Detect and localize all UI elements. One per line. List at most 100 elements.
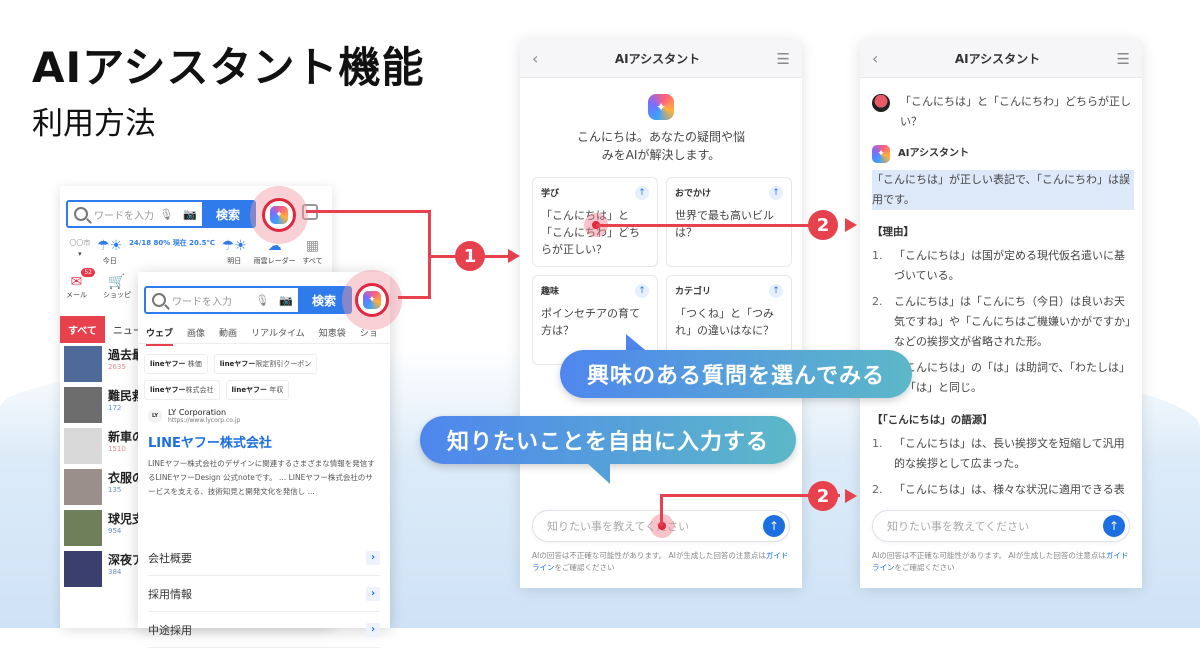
arrow-up-icon: ↑ xyxy=(769,186,783,200)
search-button[interactable]: 検索 xyxy=(297,288,350,312)
related-chip[interactable]: lineヤフー 年収 xyxy=(225,380,290,400)
weather-today[interactable]: ☂☀今日 xyxy=(97,238,123,265)
send-button[interactable]: ↑ xyxy=(1103,515,1125,537)
search-box[interactable]: ワードを入力 🎙 📷 検索 xyxy=(66,200,256,228)
cloud-icon: ☁ xyxy=(267,238,282,254)
search-icon xyxy=(152,293,166,307)
search-results-screen: ワードを入力 🎙 📷 検索 ウェブ 画像 動画 リアルタイム 知恵袋 ショ li… xyxy=(138,272,390,648)
ai-assistant-answer-screen: ‹ AIアシスタント ☰ 「こんにちは」と「こんにちわ」どちらが正しい？ AIア… xyxy=(860,40,1142,588)
microphone-icon[interactable]: 🎙 xyxy=(159,207,174,221)
mail-icon: ✉52 xyxy=(66,268,95,290)
tab-images[interactable]: 画像 xyxy=(187,329,206,339)
sitelink-company[interactable]: 会社概要› xyxy=(148,540,380,576)
arrow-up-icon: ↑ xyxy=(635,284,649,298)
user-avatar xyxy=(872,94,890,112)
arrow-right-icon xyxy=(508,249,520,263)
disclaimer: AIの回答は不正確な可能性があります。 AIが生成した回答の注意点はガイドライン… xyxy=(532,551,789,572)
tab-chiebukuro[interactable]: 知恵袋 xyxy=(318,329,346,339)
related-chip[interactable]: lineヤフー 株価 xyxy=(144,354,208,374)
arrow-up-icon: ↑ xyxy=(769,284,783,298)
ai-assistant-button[interactable] xyxy=(262,198,296,232)
panel-title: AIアシスタント xyxy=(614,52,701,66)
shortcut-shopping[interactable]: 🛒ショッピ xyxy=(103,274,131,299)
user-message: 「こんにちは」と「こんにちわ」どちらが正しい？ xyxy=(872,92,1134,132)
panel-header: ‹ AIアシスタント ☰ xyxy=(860,40,1142,78)
guideline-link[interactable]: ガイドライン xyxy=(532,551,789,572)
menu-icon[interactable]: ☰ xyxy=(776,49,790,68)
related-searches: lineヤフー 株価 lineヤフー限定割引クーポン lineヤフー株式会社 l… xyxy=(144,354,384,400)
news-thumbnail xyxy=(64,551,102,587)
step-1-badge: 1 xyxy=(455,241,485,271)
menu-icon[interactable]: ☰ xyxy=(1116,49,1130,68)
camera-icon[interactable]: 📷 xyxy=(279,293,293,307)
connector-line xyxy=(398,296,430,299)
page-title: AIアシスタント機能 xyxy=(32,43,425,92)
chat-input[interactable]: 知りたい事を教えてください ↑ xyxy=(872,510,1130,542)
weather-today-detail: 24/18 80% 現在 20.5℃ xyxy=(129,239,215,247)
disclaimer: AIの回答は不正確な可能性があります。 AIが生成した回答の注意点はガイドライン… xyxy=(872,551,1129,572)
connector-line xyxy=(660,494,840,497)
ai-button-highlight xyxy=(250,186,308,244)
sitelink-midcareer[interactable]: 中途採用› xyxy=(148,612,380,648)
connector-line xyxy=(306,210,430,213)
question-card-learning[interactable]: 学び↑「こんにちは」と「こんにちわ」どちらが正しい？ xyxy=(532,177,658,267)
ai-assistant-button[interactable] xyxy=(355,283,389,317)
ai-button-highlight xyxy=(342,270,402,330)
back-icon[interactable]: ‹ xyxy=(532,49,539,68)
camera-icon[interactable]: 📷 xyxy=(183,207,197,221)
back-icon[interactable]: ‹ xyxy=(872,49,879,68)
related-chip[interactable]: lineヤフー限定割引クーポン xyxy=(213,354,318,374)
news-tabs: すべて ニュース xyxy=(60,316,160,343)
result-title-link[interactable]: LINEヤフー株式会社 xyxy=(148,436,272,451)
callout-tail xyxy=(586,462,610,484)
page-subtitle: 利用方法 xyxy=(32,106,156,142)
tab-shopping[interactable]: ショ xyxy=(359,329,378,339)
site-favicon: LY xyxy=(148,409,162,423)
search-button[interactable]: 検索 xyxy=(201,202,254,226)
tab-news[interactable]: ニュース xyxy=(112,326,153,337)
sitelink-recruit[interactable]: 採用情報› xyxy=(148,576,380,612)
weather-all[interactable]: ▦すべて xyxy=(302,238,323,265)
reason-heading: 【理由】 xyxy=(872,226,914,238)
tab-all[interactable]: すべて xyxy=(60,316,105,343)
chat-thread: 「こんにちは」と「こんにちわ」どちらが正しい？ AIアシスタント 「こんにちは」… xyxy=(872,92,1134,526)
chat-input[interactable]: 知りたい事を教えてください ↑ xyxy=(532,510,790,542)
cart-icon: 🛒 xyxy=(108,274,126,290)
ai-message-header: AIアシスタント xyxy=(872,144,1134,164)
umbrella-sun-icon: ☂☀ xyxy=(221,238,247,254)
search-placeholder: ワードを入力 xyxy=(172,296,232,308)
chevron-right-icon: › xyxy=(366,622,380,637)
microphone-icon[interactable]: 🎙 xyxy=(255,293,270,307)
related-chip[interactable]: lineヤフー株式会社 xyxy=(144,380,220,400)
tab-web[interactable]: ウェブ xyxy=(146,326,174,346)
guideline-link[interactable]: ガイドライン xyxy=(872,551,1129,572)
ai-assistant-icon xyxy=(648,94,674,120)
grid-icon: ▦ xyxy=(305,238,320,254)
tab-video[interactable]: 動画 xyxy=(219,329,238,339)
tab-realtime[interactable]: リアルタイム xyxy=(251,329,305,339)
answer-lead: 「こんにちは」が正しい表記で、「こんにちわ」は誤用です。 xyxy=(872,170,1134,210)
greeting: こんにちは。あなたの疑問や悩みをAIが解決します。 xyxy=(520,94,802,164)
arrow-up-icon: ↑ xyxy=(635,186,649,200)
news-thumbnail xyxy=(64,469,102,505)
arrow-right-icon xyxy=(845,218,857,232)
rain-radar[interactable]: ☁雨雲レーダー xyxy=(253,238,296,265)
send-button[interactable]: ↑ xyxy=(763,515,785,537)
weather-location[interactable]: 〇〇市▾ xyxy=(69,239,91,258)
search-icon xyxy=(74,207,88,221)
news-thumbnail xyxy=(64,428,102,464)
weather-tomorrow[interactable]: ☂☀明日 xyxy=(221,238,247,265)
question-card-outing[interactable]: おでかけ↑世界で最も高いビルは？ xyxy=(666,177,792,267)
search-box[interactable]: ワードを入力 🎙 📷 検索 xyxy=(144,286,352,314)
site-name: LY Corporation xyxy=(168,408,227,417)
origin-heading: 【「こんにちは」の語源】 xyxy=(872,414,993,426)
